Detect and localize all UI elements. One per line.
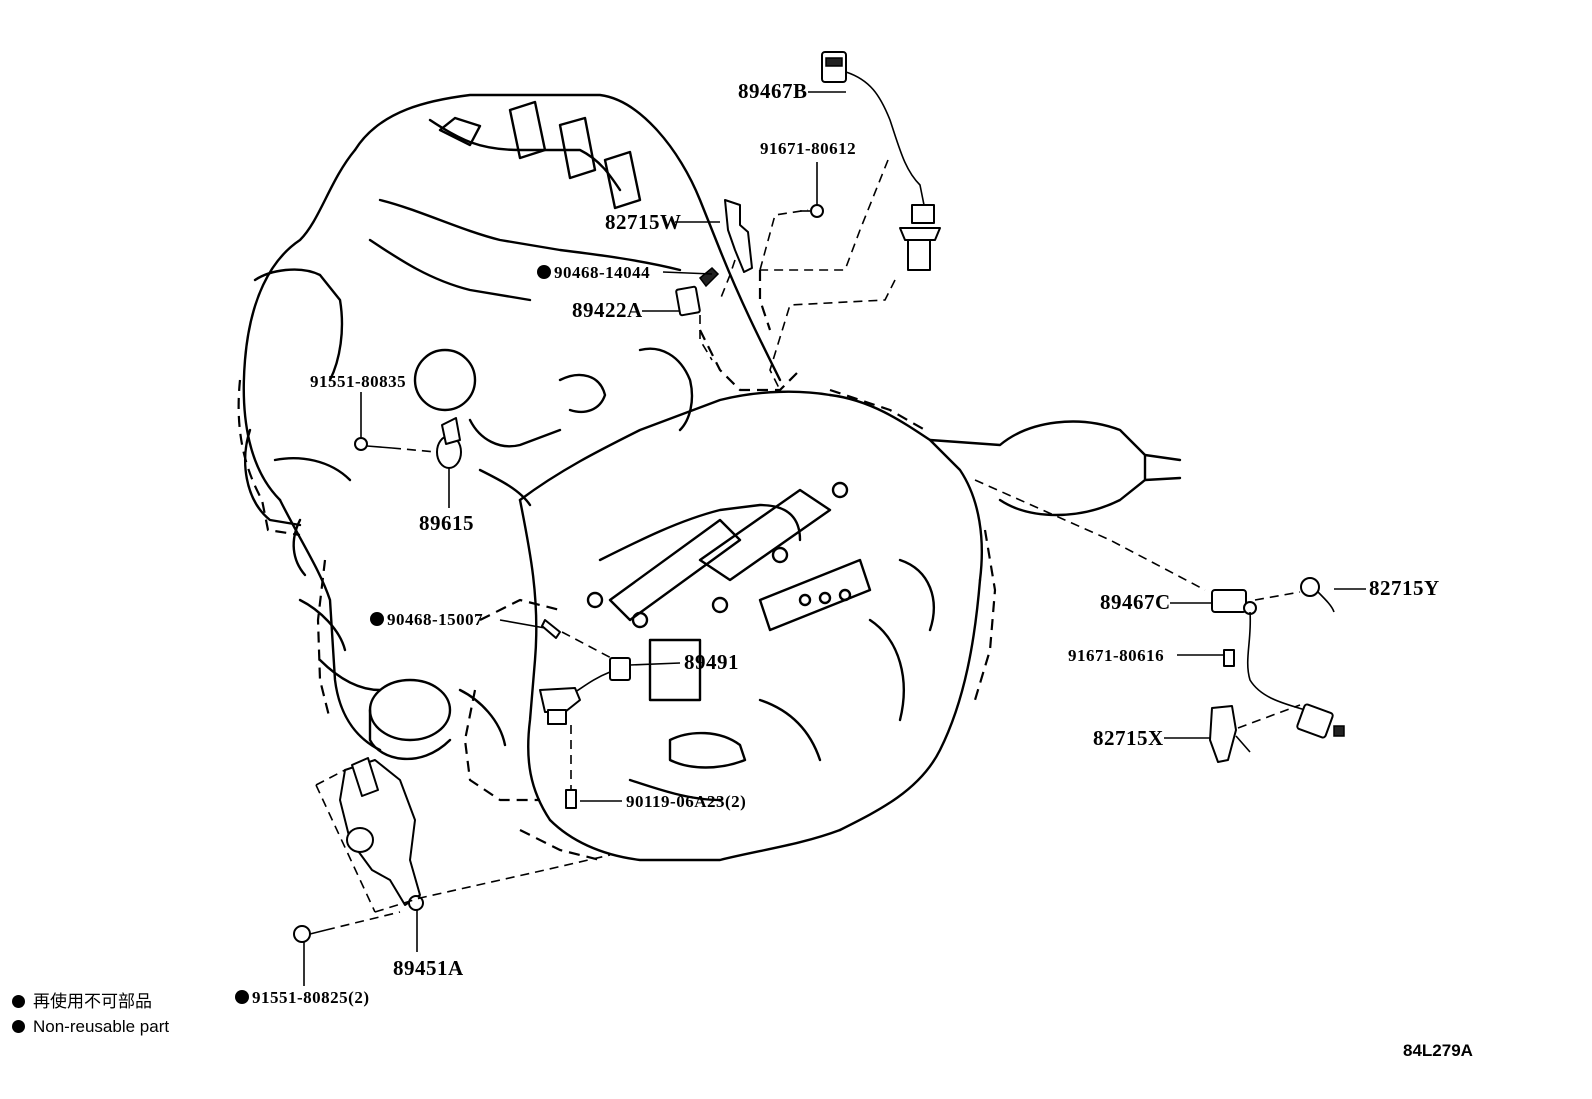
transaxle-outline [368, 390, 1182, 862]
nonreusable-dot-icon [370, 612, 384, 626]
switch-89451a-shape [293, 757, 424, 943]
assembly-dashed-lines [315, 159, 1301, 931]
sensor-89491-shape [539, 619, 631, 725]
nonreusable-dot-icon [12, 995, 25, 1008]
part-label-89467c[interactable]: 89467C [1100, 590, 1171, 614]
nonreusable-dot-icon [235, 990, 249, 1004]
engine-hidden-outline [237, 270, 801, 721]
figure-code: 84L279A [1403, 1041, 1473, 1060]
part-label-90468-14044[interactable]: 90468-14044 [537, 264, 650, 281]
sensor-89615-shape [354, 417, 462, 469]
part-label-91671-80616[interactable]: 91671-80616 [1068, 646, 1165, 665]
bracket-82715w-shape [724, 199, 753, 273]
bolt-90119-shape [565, 789, 577, 809]
part-label-91551-80835[interactable]: 91551-80835 [310, 372, 407, 391]
clamp-82715y-shape [1300, 577, 1335, 613]
sensor-89467b-shape [821, 51, 941, 271]
part-label-82715y[interactable]: 82715Y [1369, 576, 1440, 600]
legend-english: Non-reusable part [12, 1018, 169, 1035]
transaxle-hidden-outline [463, 388, 997, 862]
nonreusable-dot-icon [537, 265, 551, 279]
bracket-82715x-shape [1209, 705, 1251, 763]
part-label-91551-80825[interactable]: 91551-80825(2) [235, 989, 369, 1006]
bolt-91671-80612-shape [800, 204, 824, 218]
nonreusable-dot-icon [12, 1020, 25, 1033]
part-label-89422a[interactable]: 89422A [572, 298, 643, 322]
label-leader-lines [303, 91, 1366, 986]
part-label-89467b[interactable]: 89467B [738, 79, 808, 103]
part-label-90119-06a23[interactable]: 90119-06A23(2) [626, 792, 747, 811]
part-label-82715w[interactable]: 82715W [605, 210, 682, 234]
legend-japanese: 再使用不可部品 [12, 993, 152, 1010]
part-label-82715x[interactable]: 82715X [1093, 726, 1164, 750]
bolt-91671-80616-shape [1223, 649, 1235, 667]
part-label-91671-80612[interactable]: 91671-80612 [760, 139, 857, 158]
sensor-89422a-shape [675, 266, 720, 317]
part-label-89615[interactable]: 89615 [419, 511, 474, 535]
sensor-89467c-shape [1211, 589, 1345, 739]
part-label-89491[interactable]: 89491 [684, 650, 739, 674]
part-label-90468-15007[interactable]: 90468-15007 [370, 611, 483, 628]
part-label-89451a[interactable]: 89451A [393, 956, 464, 980]
